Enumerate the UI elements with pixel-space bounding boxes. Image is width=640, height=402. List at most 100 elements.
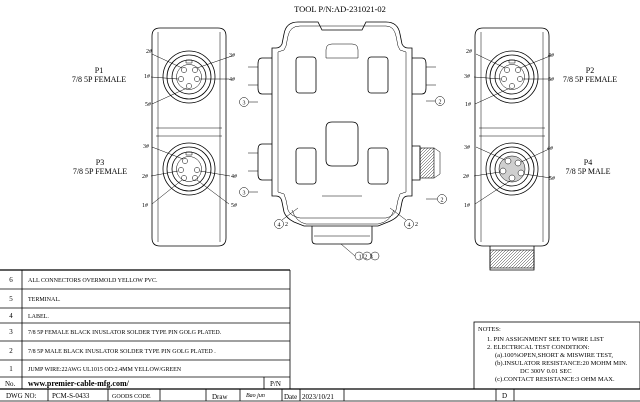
p2-connector-face [473,50,551,105]
bom-row-4-desc: LABEL. [28,314,49,320]
p1-pin-label-4: 4# [229,77,235,83]
date-value: 2023/10/21 [302,393,334,401]
p4-pin-label-4: 4# [547,146,553,152]
p2-pin-label-4: 4# [548,53,554,59]
p2-description: 7/8 5P FEMALE [563,75,617,84]
p3-pin-4 [194,167,200,173]
bom-row-6-desc: ALL CONNECTORS OVERMOLD YELLOW PVC. [28,278,158,284]
p3-name: P3 [96,158,104,167]
p1-connector-face [150,50,233,105]
p1-pin-label-1: 1# [144,74,150,80]
balloon-2-upper [426,96,445,106]
bom-no-header: No. [5,380,16,388]
bom-row-2-desc: 7/8 5P MALE BLACK INUSLATOR SOLDER TYPE … [28,349,216,355]
balloon-4-2-right-suffix: 2 [415,222,418,228]
notes-title: NOTES: [478,326,501,333]
note-line-1: 1. PIN ASSIGNMENT SEE TO WIRE LIST [487,336,604,343]
balloon-3-lower-label: 3 [243,191,246,197]
note-line-2: 2. ELECTRICAL TEST CONDITION: [487,344,590,351]
p2-name: P2 [586,66,594,75]
p3-pin-3 [182,158,188,164]
balloon-3-upper [239,97,258,107]
note-line-6: (c).CONTACT RESISTANCE:3 OHM MAX. [495,376,615,383]
dwg-no-label: DWG NO: [6,392,37,400]
notes-box [473,321,640,390]
p2-pin-label-1: 1# [465,102,471,108]
p4-pin-1 [508,174,516,182]
goods-code-label: GOODS CODE [112,394,151,400]
bom-row-3-desc: 7/8 5P FEMALE BLACK INUSLATOR SOLDER TYP… [28,330,222,336]
p4-pin-label-3: 3# [464,145,470,151]
balloon-123-label: 123 [359,255,376,261]
bom-row-5-desc: TERMINAL. [28,297,61,303]
dwg-no-value: PCM-S-0433 [52,392,90,400]
bom-row-1-no: 1 [9,365,13,373]
bom-row-4-no: 4 [9,312,13,320]
p3-pin-label-2: 2# [142,174,148,180]
p4-pin-5 [517,169,525,177]
p2-pin-label-3: 3# [464,74,470,80]
p2-pin-4 [515,67,521,73]
p2-pin-label-2: 2# [466,49,472,55]
balloon-4-2-right [389,207,414,229]
p4-pin-4 [514,159,522,167]
balloon-4-2-right-label: 4 [408,223,411,229]
p1-pin-5 [186,83,192,89]
part-number-label: P/N [270,380,281,388]
balloon-4-2-left [274,207,299,229]
bom-row-2-no: 2 [9,347,13,355]
p3-pin-label-5: 5# [231,203,237,209]
note-line-3: (a).100%OPEN,SHORT & MISWIRE TEST, [495,352,613,359]
date-label: Date [284,393,297,401]
p1-pin-3 [192,67,198,73]
p4-name: P4 [584,158,592,167]
bom-row-3-no: 3 [9,328,13,336]
p4-description: 7/8 5P MALE [565,167,610,176]
p1-description: 7/8 5P FEMALE [72,75,126,84]
p2-pin-2 [504,67,510,73]
p2-pin-1 [509,83,515,89]
d-label: D [502,392,507,400]
p1-pin-label-2: 2# [146,49,152,55]
balloon-4-2-left-suffix: 2 [285,222,288,228]
p1-name: P1 [95,66,103,75]
p4-connector-face [473,142,552,205]
note-line-4: (b).INSULATOR RESISTANCE:20 MOHM MIN. [495,360,628,367]
right-connector-body [474,27,550,271]
p4-pin-label-2: 2# [463,174,469,180]
p4-pin-label-5: 5# [549,176,555,182]
left-connector-body [151,27,227,247]
balloon-3-upper-label: 3 [243,101,246,107]
balloon-3-lower [239,187,258,197]
p2-pin-label-5: 5# [548,77,554,83]
p2-pin-5 [517,76,523,82]
center-housing [248,21,441,245]
p3-connector-face [150,142,231,205]
p4-pin-3 [504,157,512,165]
note-line-5: DC 300V 0.01 SEC [520,368,572,375]
p1-pin-label-5: 5# [145,102,151,108]
bom-row-5-no: 5 [9,295,13,303]
p4-pin-label-1: 1# [464,203,470,209]
draw-signature: Bao jun [246,393,265,399]
p1-pin-2 [181,67,187,73]
company-website: www.premier-cable-mfg.com/ [28,379,130,388]
bom-row-6-no: 6 [9,276,13,284]
title-block [0,389,640,402]
p1-pin-1 [178,76,184,82]
p2-pin-3 [501,76,507,82]
draw-label: Draw [212,393,228,401]
p3-pin-label-4: 4# [231,174,237,180]
balloon-2-lower [426,194,447,204]
p3-pin-1 [181,175,187,181]
p3-pin-label-1: 1# [142,203,148,209]
p3-description: 7/8 5P FEMALE [73,167,127,176]
balloon-2-upper-label: 2 [439,100,442,106]
bom-row-1-desc: JUMP WIRE:22AWG UL1015 OD:2.4MM YELLOW/G… [28,367,182,373]
p4-pin-2 [499,167,507,175]
balloon-4-2-left-label: 4 [278,223,281,229]
tool-part-number: TOOL P/N:AD-231021-02 [294,4,386,14]
balloon-2-lower-label: 2 [441,198,444,204]
p3-pin-2 [178,167,184,173]
